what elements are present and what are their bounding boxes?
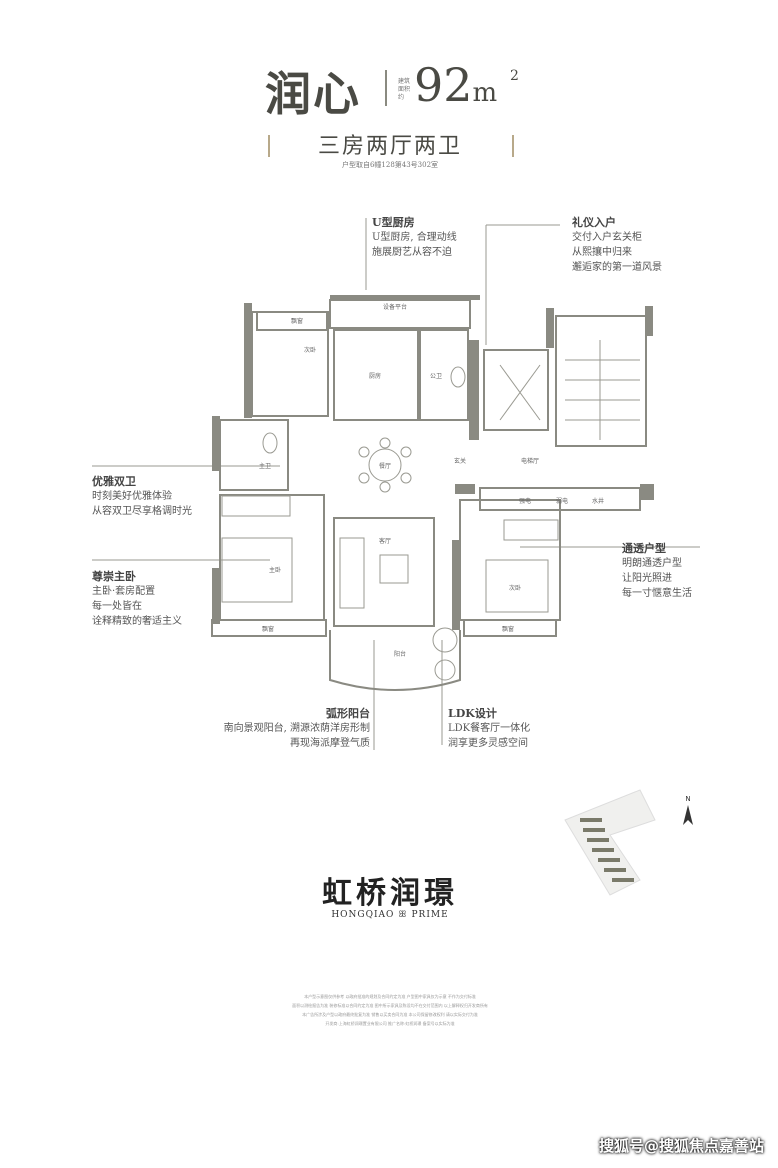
annotation-line: U型厨房, 合理动线 — [372, 232, 457, 243]
annotation-line: 让阳光照进 — [622, 573, 672, 584]
annotation-line: 从熙攘中归来 — [572, 247, 632, 258]
title-divider — [385, 70, 387, 106]
annotation-line: 邂逅家的第一道风景 — [572, 262, 662, 273]
label-bay2: 飘窗 — [262, 625, 274, 633]
annotation-line: 每一处皆在 — [92, 601, 142, 612]
area-superscript: 2 — [510, 68, 519, 84]
label-kitchen: 厨房 — [369, 372, 381, 380]
subtitle-right-bar — [512, 135, 514, 157]
annotation-title: 通透户型 — [622, 542, 666, 555]
annotation-line: 每一寸惬意生活 — [622, 588, 692, 599]
label-bay3: 飘窗 — [502, 625, 514, 633]
annotation-line: 主卧·套房配置 — [92, 586, 156, 597]
area-unit: m — [472, 78, 498, 108]
area-label: 建筑面积约 — [398, 78, 411, 101]
annotation-line: 南向景观阳台, 溯源浓荫洋房形制 — [223, 723, 370, 734]
annotation-title: 礼仪入户 — [572, 216, 616, 229]
annotation-line: 润享更多灵感空间 — [448, 738, 528, 749]
watermark: 搜狐号@搜狐焦点嘉善站 — [598, 1137, 764, 1155]
annotation-airflow: 通透户型 明朗通透户型 让阳光照进 每一寸惬意生活 — [622, 540, 692, 601]
annotation-line: 诠释精致的奢适主义 — [92, 616, 182, 627]
label-entry: 玄关 — [454, 457, 466, 465]
label-master: 主卧 — [269, 566, 281, 574]
area-value: 92m — [414, 58, 497, 112]
compass-label: N — [685, 795, 690, 803]
label-m3: 水井 — [592, 497, 604, 505]
label-m2: 弱电 — [556, 497, 568, 505]
brand-name: 虹桥润璟 — [322, 876, 458, 911]
annotation-line: LDK餐客厅一体化 — [448, 723, 531, 734]
label-bay1: 飘窗 — [291, 317, 303, 325]
annotation-title: LDK设计 — [448, 707, 497, 720]
subtitle-left-bar — [268, 135, 270, 157]
label-equipment: 设备平台 — [383, 303, 407, 311]
label-bedroom2: 次卧 — [304, 346, 316, 354]
annotation-entry: 礼仪入户 交付入户玄关柜 从熙攘中归来 邂逅家的第一道风景 — [572, 214, 662, 275]
disclaimer-line: 面积以测绘报告为准 装修标准以合同约定为准 图中所示家具及陈设均不在交付范围内 … — [292, 1003, 488, 1008]
annotation-title: 优雅双卫 — [92, 475, 136, 488]
annotation-bathrooms: 优雅双卫 时刻美好优雅体验 从容双卫尽享格调时光 — [92, 473, 192, 519]
annotation-line: 从容双卫尽享格调时光 — [92, 506, 192, 517]
floor-plan-name: 润心 — [265, 67, 361, 121]
layout-type: 三房两厅两卫 — [317, 134, 462, 159]
label-bath1: 公卫 — [430, 373, 442, 380]
label-bedroom3: 次卧 — [509, 584, 521, 592]
disclaimer-line: 开发商:上海虹桥润璟置业有限公司 推广名称:虹桥润璟 备案号以实际为准 — [325, 1021, 455, 1026]
annotation-ldk: LDK设计 LDK餐客厅一体化 润享更多灵感空间 — [448, 705, 530, 751]
annotation-master: 尊崇主卧 主卧·套房配置 每一处皆在 诠释精致的奢适主义 — [92, 568, 182, 629]
annotation-title: U型厨房 — [372, 216, 415, 229]
unit-note: 户型取自6幢128第43号302室 — [341, 161, 439, 169]
disclaimer-line: 本户型示意图仅供参考 以政府批准的规划及合同约定为准 户型图中家具仅为示意 不作… — [304, 994, 476, 999]
annotation-line: 施展厨艺从容不迫 — [372, 247, 452, 258]
annotation-balcony: 弧形阳台 南向景观阳台, 溯源浓荫洋房形制 再现海派摩登气质 — [210, 705, 370, 751]
label-dining: 餐厅 — [379, 462, 391, 470]
area-number: 92 — [414, 58, 473, 112]
label-m1: 强电 — [519, 497, 531, 505]
site-key-plan — [564, 789, 656, 896]
label-elevator: 电梯厅 — [521, 457, 539, 465]
brand-name-en: HONGQIAO ꕥ PRIME — [331, 910, 449, 920]
label-living: 客厅 — [379, 537, 391, 545]
annotation-line: 明朗通透户型 — [622, 558, 682, 569]
compass-icon — [683, 805, 693, 825]
annotation-title: 尊崇主卧 — [92, 570, 136, 583]
annotation-line: 再现海派摩登气质 — [290, 738, 370, 749]
annotation-kitchen: U型厨房 U型厨房, 合理动线 施展厨艺从容不迫 — [372, 214, 457, 260]
label-balcony: 阳台 — [394, 650, 406, 658]
annotation-line: 交付入户玄关柜 — [572, 232, 642, 243]
annotation-title: 弧形阳台 — [326, 707, 370, 720]
disclaimer-line: 本广告所涉及户型以政府最终批复为准 销售以买卖合同为准 本公司保留修改权利 请以… — [302, 1012, 478, 1017]
annotation-line: 时刻美好优雅体验 — [92, 491, 172, 502]
label-bath2: 主卫 — [259, 462, 271, 470]
